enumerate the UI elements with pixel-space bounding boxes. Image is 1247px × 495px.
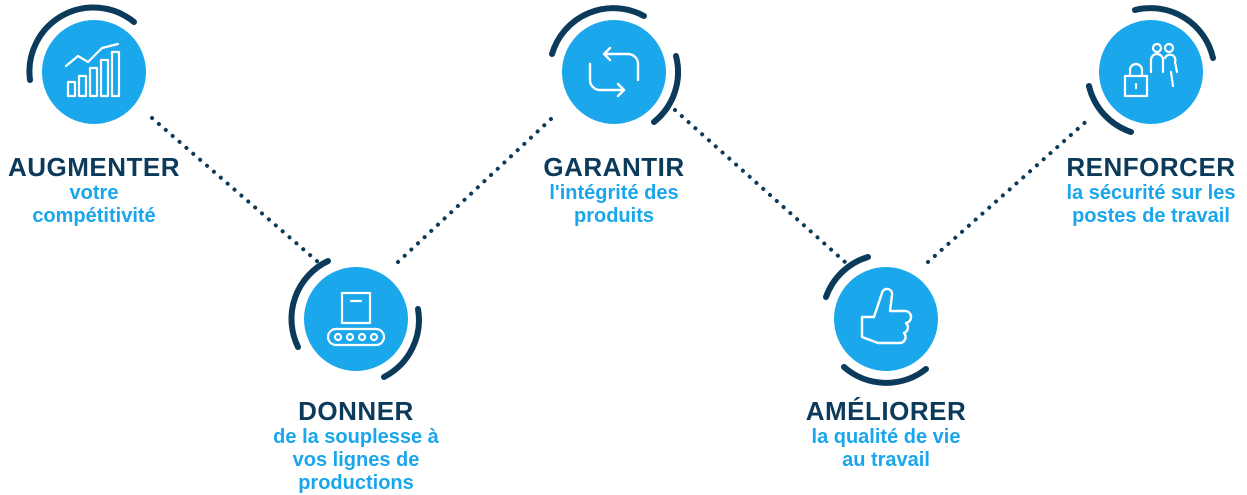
step-5-line-1: la sécurité sur les bbox=[1066, 182, 1236, 204]
step-2-node bbox=[288, 258, 422, 380]
step-2-title: DONNER bbox=[298, 396, 414, 426]
step-3-label: GARANTIR l'intégrité des produits bbox=[494, 152, 734, 228]
step-4-circle bbox=[834, 267, 938, 371]
step-3-node bbox=[549, 5, 681, 125]
thumbs-up-icon bbox=[860, 287, 913, 345]
step-1-label: AUGMENTER votre compétitivité bbox=[0, 152, 214, 228]
step-4-node bbox=[823, 254, 938, 386]
step-5-node bbox=[1086, 5, 1216, 135]
step-5-label: RENFORCER la sécurité sur les postes de … bbox=[1031, 152, 1247, 228]
step-1-description: votre compétitivité bbox=[0, 182, 214, 228]
connector-4-5 bbox=[926, 116, 1092, 264]
step-2-label: DONNER de la souplesse à vos lignes de p… bbox=[236, 396, 476, 495]
step-1-line-2: compétitivité bbox=[32, 205, 156, 227]
step-2-circle bbox=[304, 267, 408, 371]
step-5-line-2: postes de travail bbox=[1072, 205, 1230, 227]
padlock-people-icon bbox=[1123, 42, 1179, 98]
step-2-description: de la souplesse à vos lignes de producti… bbox=[236, 426, 476, 495]
step-1-circle bbox=[42, 20, 146, 124]
step-1-node bbox=[26, 4, 146, 124]
step-2-line-1: de la souplesse à bbox=[273, 426, 439, 448]
step-4-ring bbox=[823, 254, 871, 300]
step-5-description: la sécurité sur les postes de travail bbox=[1031, 182, 1247, 228]
step-5-ring bbox=[1132, 5, 1216, 61]
step-4-label: AMÉLIORER la qualité de vie au travail bbox=[766, 396, 1006, 472]
step-2-line-2: vos lignes de bbox=[292, 449, 420, 471]
step-3-description: l'intégrité des produits bbox=[494, 182, 734, 228]
connector-1-2 bbox=[150, 116, 320, 264]
step-1-line-1: votre bbox=[69, 182, 119, 204]
step-3-line-2: produits bbox=[574, 205, 654, 227]
refresh-cycle-icon bbox=[588, 46, 640, 98]
bar-chart-growth-icon bbox=[64, 42, 121, 98]
step-1-ring bbox=[26, 4, 137, 83]
connector-2-3 bbox=[396, 116, 554, 264]
step-4-title: AMÉLIORER bbox=[805, 396, 967, 426]
step-3-ring bbox=[549, 5, 647, 57]
step-4-line-1: la qualité de vie bbox=[811, 426, 961, 448]
step-3-line-1: l'intégrité des bbox=[549, 182, 679, 204]
step-4-description: la qualité de vie au travail bbox=[766, 426, 1006, 472]
step-2-ring bbox=[288, 258, 331, 350]
step-4-line-2: au travail bbox=[842, 449, 930, 471]
step-3-title: GARANTIR bbox=[543, 152, 685, 182]
step-2-line-3: productions bbox=[298, 472, 414, 494]
connector-3-4 bbox=[673, 108, 847, 264]
conveyor-box-icon bbox=[326, 291, 386, 347]
step-5-title: RENFORCER bbox=[1066, 152, 1236, 182]
step-1-title: AUGMENTER bbox=[7, 152, 181, 182]
step-3-circle bbox=[562, 20, 666, 124]
